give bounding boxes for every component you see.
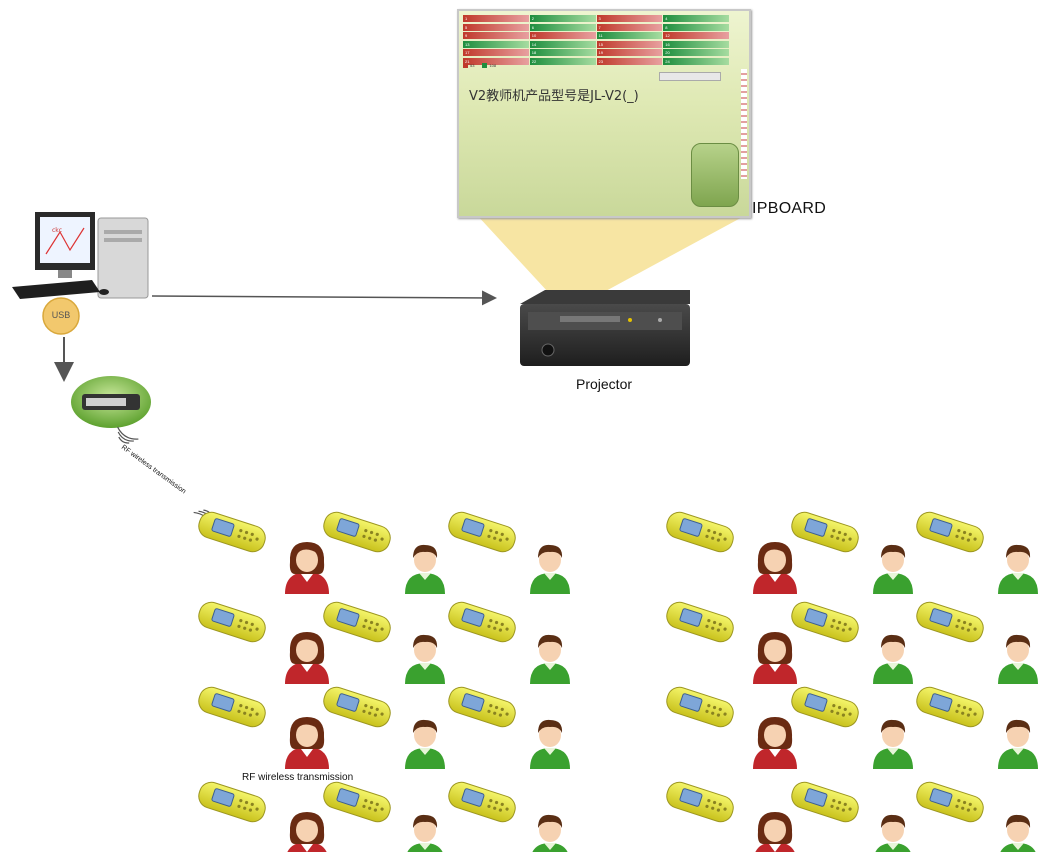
keypad-icon	[788, 598, 862, 646]
answer-cell: 16	[663, 40, 729, 48]
answer-cell: 19	[596, 49, 663, 56]
student-male-icon	[405, 544, 445, 594]
student-male-icon	[873, 719, 913, 769]
board-legend: 53 108	[463, 63, 496, 69]
student-male-icon	[998, 634, 1038, 684]
keypad-icon	[788, 778, 862, 826]
keypad-icon	[913, 598, 987, 646]
student-male-icon	[405, 814, 445, 852]
usb-label: USB	[51, 310, 71, 320]
keypad-icon	[663, 508, 737, 556]
keypad-icon	[320, 508, 394, 556]
keypad-icon	[445, 508, 519, 556]
rf-label-bottom: RF wireless transmission	[242, 772, 354, 783]
student-male-icon	[405, 719, 445, 769]
projector-icon	[520, 290, 690, 366]
answer-cell: 2	[529, 15, 596, 22]
student-male-icon	[405, 634, 445, 684]
keypad-icon	[195, 598, 269, 646]
answer-cell: 6	[529, 23, 596, 31]
answer-cell: 5	[463, 23, 529, 31]
student-male-icon	[873, 634, 913, 684]
student-female-icon	[753, 717, 797, 769]
projector-label: Projector	[576, 376, 633, 392]
computer-icon: ckc	[12, 212, 149, 299]
answer-cell: 23	[596, 57, 663, 65]
student-grid	[195, 508, 1038, 852]
student-male-icon	[873, 814, 913, 852]
keypad-icon	[320, 598, 394, 646]
usb-receiver-icon	[71, 376, 151, 428]
keypad-icon	[445, 778, 519, 826]
keypad-icon	[913, 683, 987, 731]
answer-cell: 13	[463, 40, 529, 48]
keypad-icon	[445, 598, 519, 646]
answer-cell: 20	[663, 49, 729, 56]
answer-cell: 4	[663, 15, 729, 22]
student-female-icon	[285, 717, 329, 769]
student-male-icon	[998, 814, 1038, 852]
answer-cell: 21	[463, 57, 529, 65]
keypad-icon	[788, 683, 862, 731]
keypad-icon	[195, 683, 269, 731]
student-female-icon	[753, 812, 797, 852]
answer-cell: 12	[663, 32, 729, 39]
keypad-icon	[663, 598, 737, 646]
answer-cell: 1	[463, 15, 529, 22]
student-female-icon	[285, 632, 329, 684]
legend-red: 53	[463, 63, 474, 69]
answer-cell: 7	[596, 23, 663, 31]
usb-to-projector-arrow	[151, 290, 497, 306]
student-female-icon	[753, 632, 797, 684]
student-male-icon	[530, 634, 570, 684]
student-male-icon	[530, 814, 570, 852]
board-side-rail	[741, 69, 747, 179]
projection-beam	[476, 214, 748, 292]
svg-text:ckc: ckc	[52, 227, 62, 234]
student-male-icon	[530, 719, 570, 769]
keypad-icon	[195, 508, 269, 556]
keypad-icon	[663, 778, 737, 826]
student-female-icon	[285, 542, 329, 594]
student-female-icon	[285, 812, 329, 852]
keypad-icon	[320, 778, 394, 826]
board-button[interactable]	[659, 72, 721, 81]
answer-cell: 10	[529, 32, 596, 39]
answer-cell: 11	[596, 32, 663, 39]
remote-control-icon	[691, 143, 739, 207]
keypad-icon	[663, 683, 737, 731]
keypad-icon	[788, 508, 862, 556]
keypad-icon	[320, 683, 394, 731]
keypad-icon	[913, 508, 987, 556]
ipboard-label: IPBOARD	[752, 200, 827, 217]
answer-cell: 15	[596, 40, 663, 48]
student-male-icon	[530, 544, 570, 594]
board-question: V2教师机产品型号是JL-V2(_)	[469, 89, 639, 104]
answer-cell: 9	[463, 32, 529, 39]
answer-cell: 8	[663, 23, 729, 31]
student-male-icon	[998, 719, 1038, 769]
answer-cell: 24	[663, 57, 729, 65]
keypad-icon	[195, 778, 269, 826]
usb-badge-icon	[42, 297, 80, 335]
answer-cell: 18	[529, 49, 596, 56]
student-male-icon	[873, 544, 913, 594]
answer-cell: 17	[463, 49, 529, 56]
student-female-icon	[753, 542, 797, 594]
student-male-icon	[998, 544, 1038, 594]
answer-cell: 14	[529, 40, 596, 48]
keypad-icon	[913, 778, 987, 826]
answer-cell: 3	[596, 15, 663, 22]
answer-cell: 22	[529, 57, 596, 65]
keypad-icon	[445, 683, 519, 731]
legend-green: 108	[482, 63, 496, 69]
